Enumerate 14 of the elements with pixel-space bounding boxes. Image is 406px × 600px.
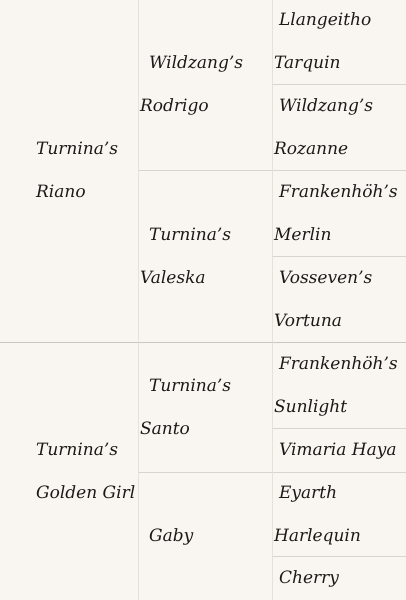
horse-name: Vosseven’s Vortuna: [274, 266, 374, 332]
horse-name: Cherry: [278, 567, 339, 590]
horse-name: Eyarth Harlequin: [274, 482, 362, 548]
horse-name: Wildzang’s Rodrigo: [140, 52, 244, 118]
horse-name: Llangeitho Tarquin: [274, 9, 372, 75]
horse-name: Wildzang’s Rozanne: [274, 94, 374, 160]
horse-name: Turnina’s Golden Girl: [36, 438, 136, 504]
horse-name: Turnina’s Valeska: [140, 224, 232, 290]
horse-name: Frankenhöh’s Merlin: [274, 180, 399, 246]
horse-name: Vimaria Haya: [278, 439, 396, 462]
horse-name: Gaby: [148, 525, 194, 548]
horse-name: Turnina’s Santo: [140, 374, 232, 440]
horse-name: Turnina’s Riano: [36, 138, 120, 204]
horse-name: Frankenhöh’s Sunlight: [274, 352, 399, 418]
